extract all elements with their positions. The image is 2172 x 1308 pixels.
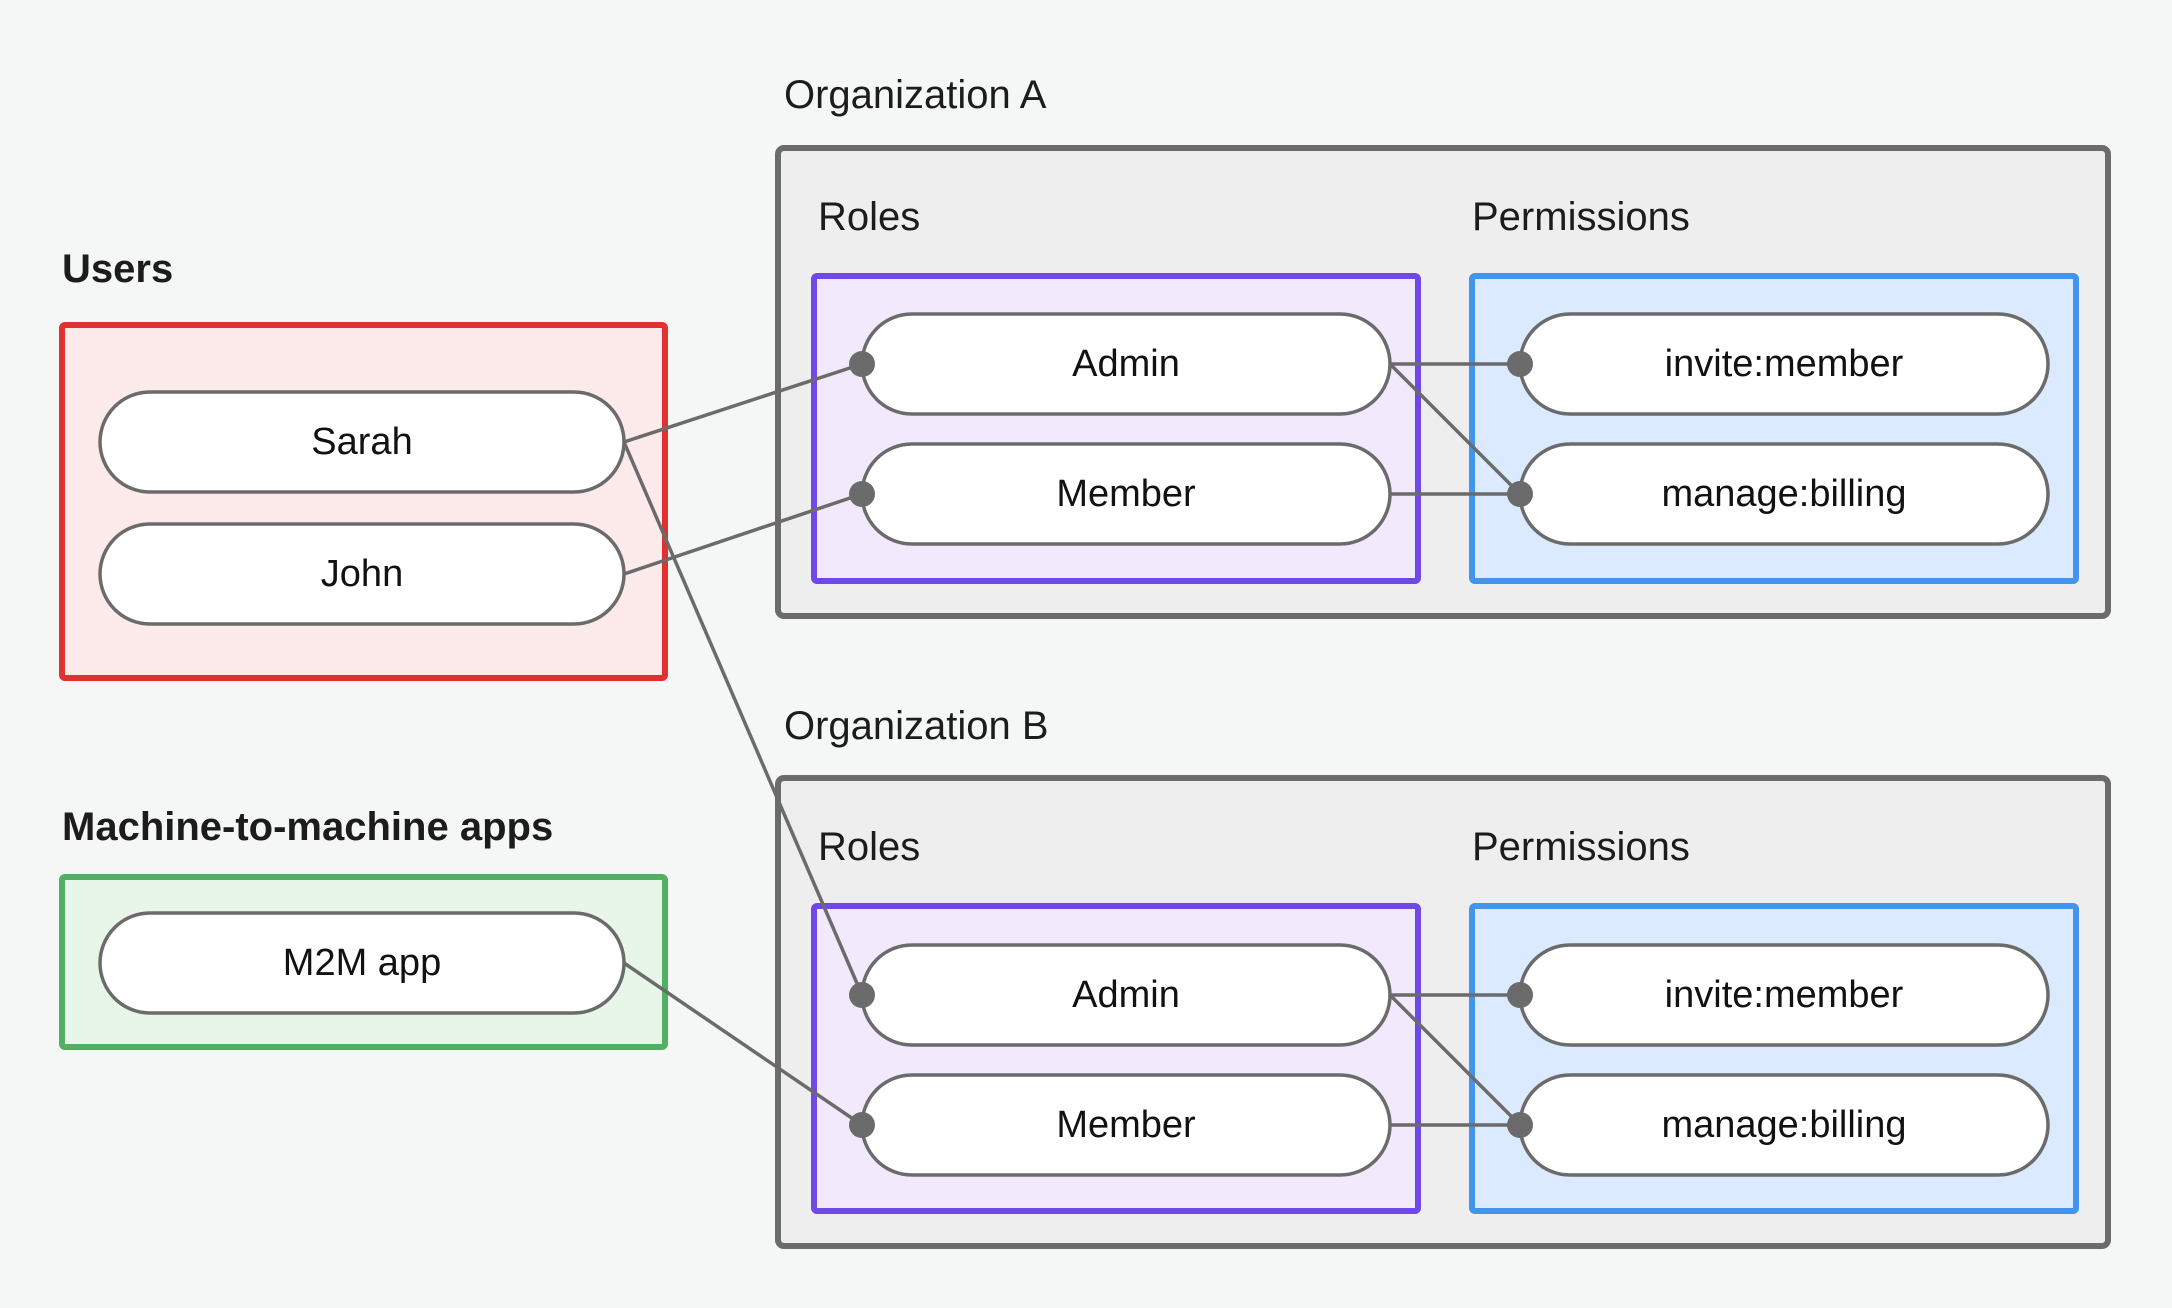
edge-orgb-admin-to-billing <box>1388 993 1522 1127</box>
node-john-label: John <box>321 553 403 595</box>
edge-sarah-to-orga-admin <box>623 362 863 444</box>
node-orgb-invite-member[interactable]: invite:member <box>1518 943 2050 1047</box>
m2m-group-label: Machine-to-machine apps <box>62 805 553 849</box>
node-orga-invite-member[interactable]: invite:member <box>1518 312 2050 416</box>
edge-dot-orgb-member-in <box>849 1112 875 1138</box>
node-orga-admin-label: Admin <box>1072 343 1180 385</box>
node-sarah-label: Sarah <box>311 421 412 463</box>
edge-dot-orgb-billing-in <box>1507 1112 1533 1138</box>
node-john-shape[interactable] <box>98 522 626 626</box>
node-orgb-invite-member-label: invite:member <box>1665 974 1904 1016</box>
node-sarah[interactable]: Sarah <box>98 390 626 494</box>
org-b-permissions-label: Permissions <box>1472 825 1690 869</box>
node-john[interactable]: John <box>98 522 626 626</box>
edge-m2m-to-orgb-member <box>623 961 863 1127</box>
node-orga-manage-billing-label: manage:billing <box>1661 473 1906 515</box>
org-a-roles-label: Roles <box>818 195 920 239</box>
edge-dot-orgb-invite-in <box>1507 982 1533 1008</box>
org-a-label: Organization A <box>784 73 1047 117</box>
node-orga-admin[interactable]: Admin <box>860 312 1392 416</box>
edge-dot-orga-billing-in <box>1507 481 1533 507</box>
node-sarah-shape[interactable] <box>98 390 626 494</box>
node-orga-manage-billing[interactable]: manage:billing <box>1518 442 2050 546</box>
users-group-label: Users <box>62 247 173 291</box>
edge-sarah-to-orgb-admin <box>622 441 864 996</box>
edge-orga-admin-to-billing <box>1388 362 1522 496</box>
edge-dot-orga-admin-in <box>849 351 875 377</box>
node-orgb-manage-billing[interactable]: manage:billing <box>1518 1073 2050 1177</box>
node-m2m-app[interactable]: M2M app <box>98 911 626 1015</box>
edge-layer <box>622 362 1522 1127</box>
edge-dot-orga-member-in <box>849 481 875 507</box>
edge-dot-orga-invite-in <box>1507 351 1533 377</box>
node-orga-invite-member-label: invite:member <box>1665 343 1904 385</box>
edge-john-to-orga-member <box>623 492 863 576</box>
node-orgb-member-label: Member <box>1056 1104 1196 1146</box>
edge-endpoint-layer <box>849 351 1533 1138</box>
org-a-permissions-label: Permissions <box>1472 195 1690 239</box>
node-orgb-member[interactable]: Member <box>860 1073 1392 1177</box>
org-b-label: Organization B <box>784 704 1049 748</box>
edge-dot-orgb-admin-in <box>849 982 875 1008</box>
org-b-roles-label: Roles <box>818 825 920 869</box>
node-orga-member-label: Member <box>1056 473 1196 515</box>
node-m2m-app-shape[interactable] <box>98 911 626 1015</box>
node-orgb-admin-label: Admin <box>1072 974 1180 1016</box>
node-orgb-admin[interactable]: Admin <box>860 943 1392 1047</box>
node-m2m-app-label: M2M app <box>283 942 441 984</box>
node-orga-member[interactable]: Member <box>860 442 1392 546</box>
node-orgb-manage-billing-label: manage:billing <box>1661 1104 1906 1146</box>
